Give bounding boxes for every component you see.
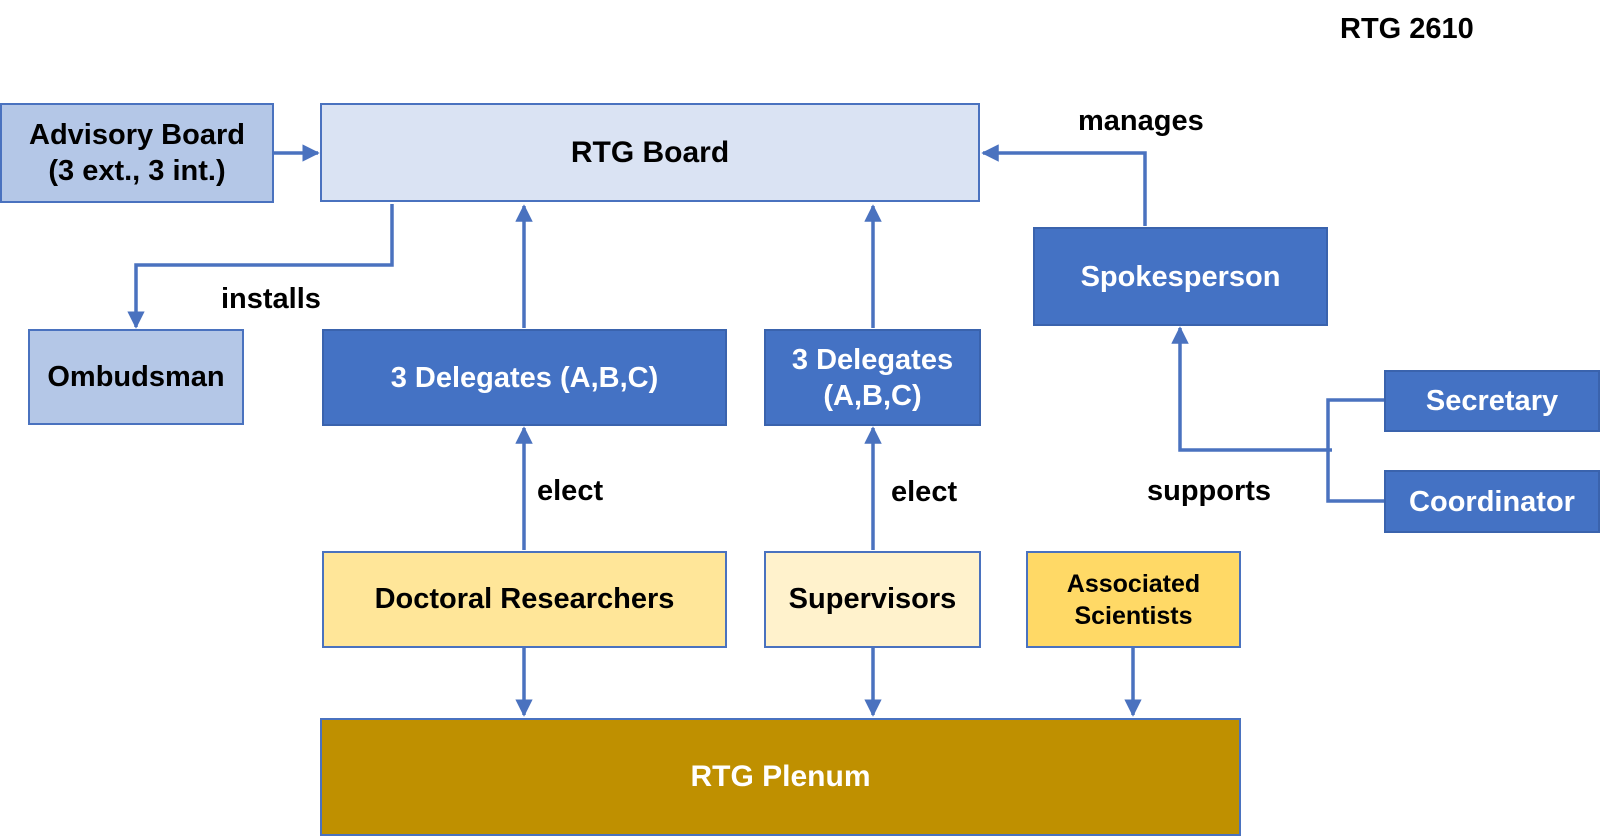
associated-scientists-box: Associated Scientists (1026, 551, 1241, 648)
delegates-researchers-box: 3 Delegates (A,B,C) (322, 329, 727, 426)
connector-staff-bracket (1326, 398, 1384, 503)
connector-staff-supports-spokesperson (1171, 326, 1332, 452)
connector-board-to-ombudsman (127, 204, 394, 329)
advisory-board-box: Advisory Board (3 ext., 3 int.) (0, 103, 274, 203)
supervisors-box: Supervisors (764, 551, 981, 648)
ombudsman-box: Ombudsman (28, 329, 244, 425)
elect-supervisors-label: elect (891, 476, 958, 508)
manages-label: manages (1078, 105, 1204, 137)
delegates-supervisors-box: 3 Delegates (A,B,C) (764, 329, 981, 426)
installs-label: installs (221, 283, 321, 315)
elect-researchers-label: elect (537, 475, 604, 507)
coordinator-box: Coordinator (1384, 470, 1600, 533)
diagram-title: RTG 2610 (1340, 13, 1474, 45)
supports-label: supports (1147, 475, 1272, 507)
doctoral-researchers-box: Doctoral Researchers (322, 551, 727, 648)
connector-spokesperson-manages-board (981, 144, 1147, 226)
rtg-board-box: RTG Board (320, 103, 980, 202)
secretary-box: Secretary (1384, 370, 1600, 432)
spokesperson-box: Spokesperson (1033, 227, 1328, 326)
rtg-plenum-box: RTG Plenum (320, 718, 1241, 836)
